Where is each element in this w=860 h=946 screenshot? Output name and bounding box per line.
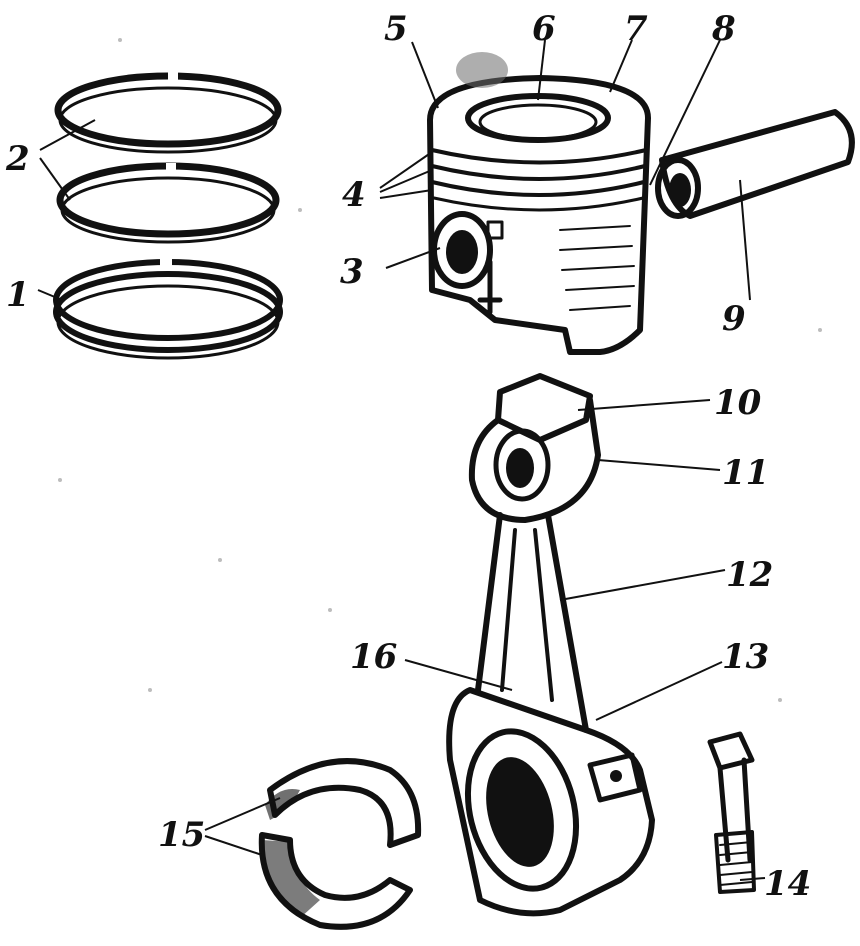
callout-2: 2 — [5, 139, 30, 179]
piston — [427, 52, 651, 355]
callout-16: 16 — [350, 637, 397, 677]
callout-7: 7 — [624, 9, 648, 49]
callout-6: 6 — [532, 9, 556, 49]
callout-1: 1 — [6, 275, 30, 315]
connecting-rod-bolt — [707, 731, 756, 894]
piston-ring-top — [54, 72, 282, 154]
background-specks — [58, 38, 822, 702]
callout-11: 11 — [722, 453, 769, 493]
callout-14: 14 — [764, 864, 811, 904]
callout-8: 8 — [711, 9, 736, 49]
callout-labels: 1 2 3 4 5 6 7 8 9 10 11 12 13 14 15 16 — [5, 9, 811, 904]
callout-10: 10 — [714, 383, 762, 423]
callout-5: 5 — [384, 9, 408, 49]
callout-3: 3 — [340, 252, 364, 292]
callout-15: 15 — [158, 815, 205, 855]
bearing-shells — [258, 758, 422, 930]
callout-13: 13 — [722, 637, 769, 677]
leader-lines — [37, 39, 766, 881]
callout-9: 9 — [722, 299, 746, 339]
piston-pin — [655, 109, 855, 219]
callout-4: 4 — [342, 175, 366, 215]
oil-control-ring — [53, 259, 283, 360]
connecting-rod — [446, 373, 655, 917]
piston-ring-middle — [56, 162, 280, 244]
callout-12: 12 — [726, 555, 773, 595]
